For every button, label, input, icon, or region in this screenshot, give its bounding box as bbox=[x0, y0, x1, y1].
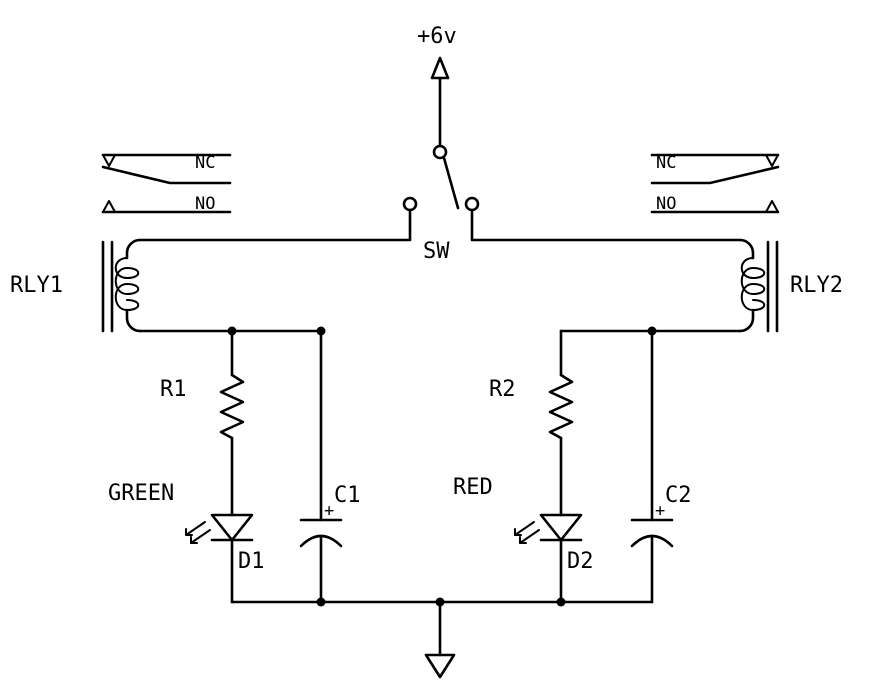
ground-symbol bbox=[424, 653, 456, 679]
r1-label: R1 bbox=[160, 377, 187, 402]
relay2-no-label: NO bbox=[656, 194, 676, 214]
switch-sw[interactable]: SW bbox=[402, 144, 480, 264]
d2-label: D2 bbox=[567, 549, 594, 574]
capacitor-c2: + C2 bbox=[630, 483, 692, 548]
led1-color-label: GREEN bbox=[108, 481, 174, 506]
capacitor-c1: + C1 bbox=[299, 483, 361, 548]
relay1-nc-label: NC bbox=[195, 153, 215, 173]
ground-bus bbox=[230, 597, 654, 679]
c2-label: C2 bbox=[665, 483, 692, 508]
c2-polarity: + bbox=[655, 501, 665, 521]
resistor-r1: R1 bbox=[160, 373, 245, 440]
left-branch-wires bbox=[138, 326, 326, 604]
relay2-nc-label: NC bbox=[656, 153, 676, 173]
c1-polarity: + bbox=[324, 501, 334, 521]
relay-2: RLY2 NC NO bbox=[650, 153, 843, 333]
d1-label: D1 bbox=[238, 549, 265, 574]
relay2-label: RLY2 bbox=[790, 273, 843, 298]
relay1-label: RLY1 bbox=[10, 273, 63, 298]
r2-label: R2 bbox=[489, 377, 516, 402]
right-branch-wires bbox=[559, 326, 742, 604]
led2-color-label: RED bbox=[453, 475, 493, 500]
c1-label: C1 bbox=[334, 483, 361, 508]
resistor-r2: R2 bbox=[489, 373, 574, 440]
led-d2: RED D2 bbox=[453, 475, 594, 574]
switch-wires bbox=[138, 208, 742, 242]
relay1-no-label: NO bbox=[195, 194, 215, 214]
relay-1: RLY1 NC NO bbox=[10, 153, 232, 333]
supply-label: +6v bbox=[417, 24, 457, 49]
switch-label: SW bbox=[423, 239, 450, 264]
supply-terminal: +6v bbox=[417, 24, 457, 148]
led-d1: GREEN D1 bbox=[108, 481, 265, 574]
